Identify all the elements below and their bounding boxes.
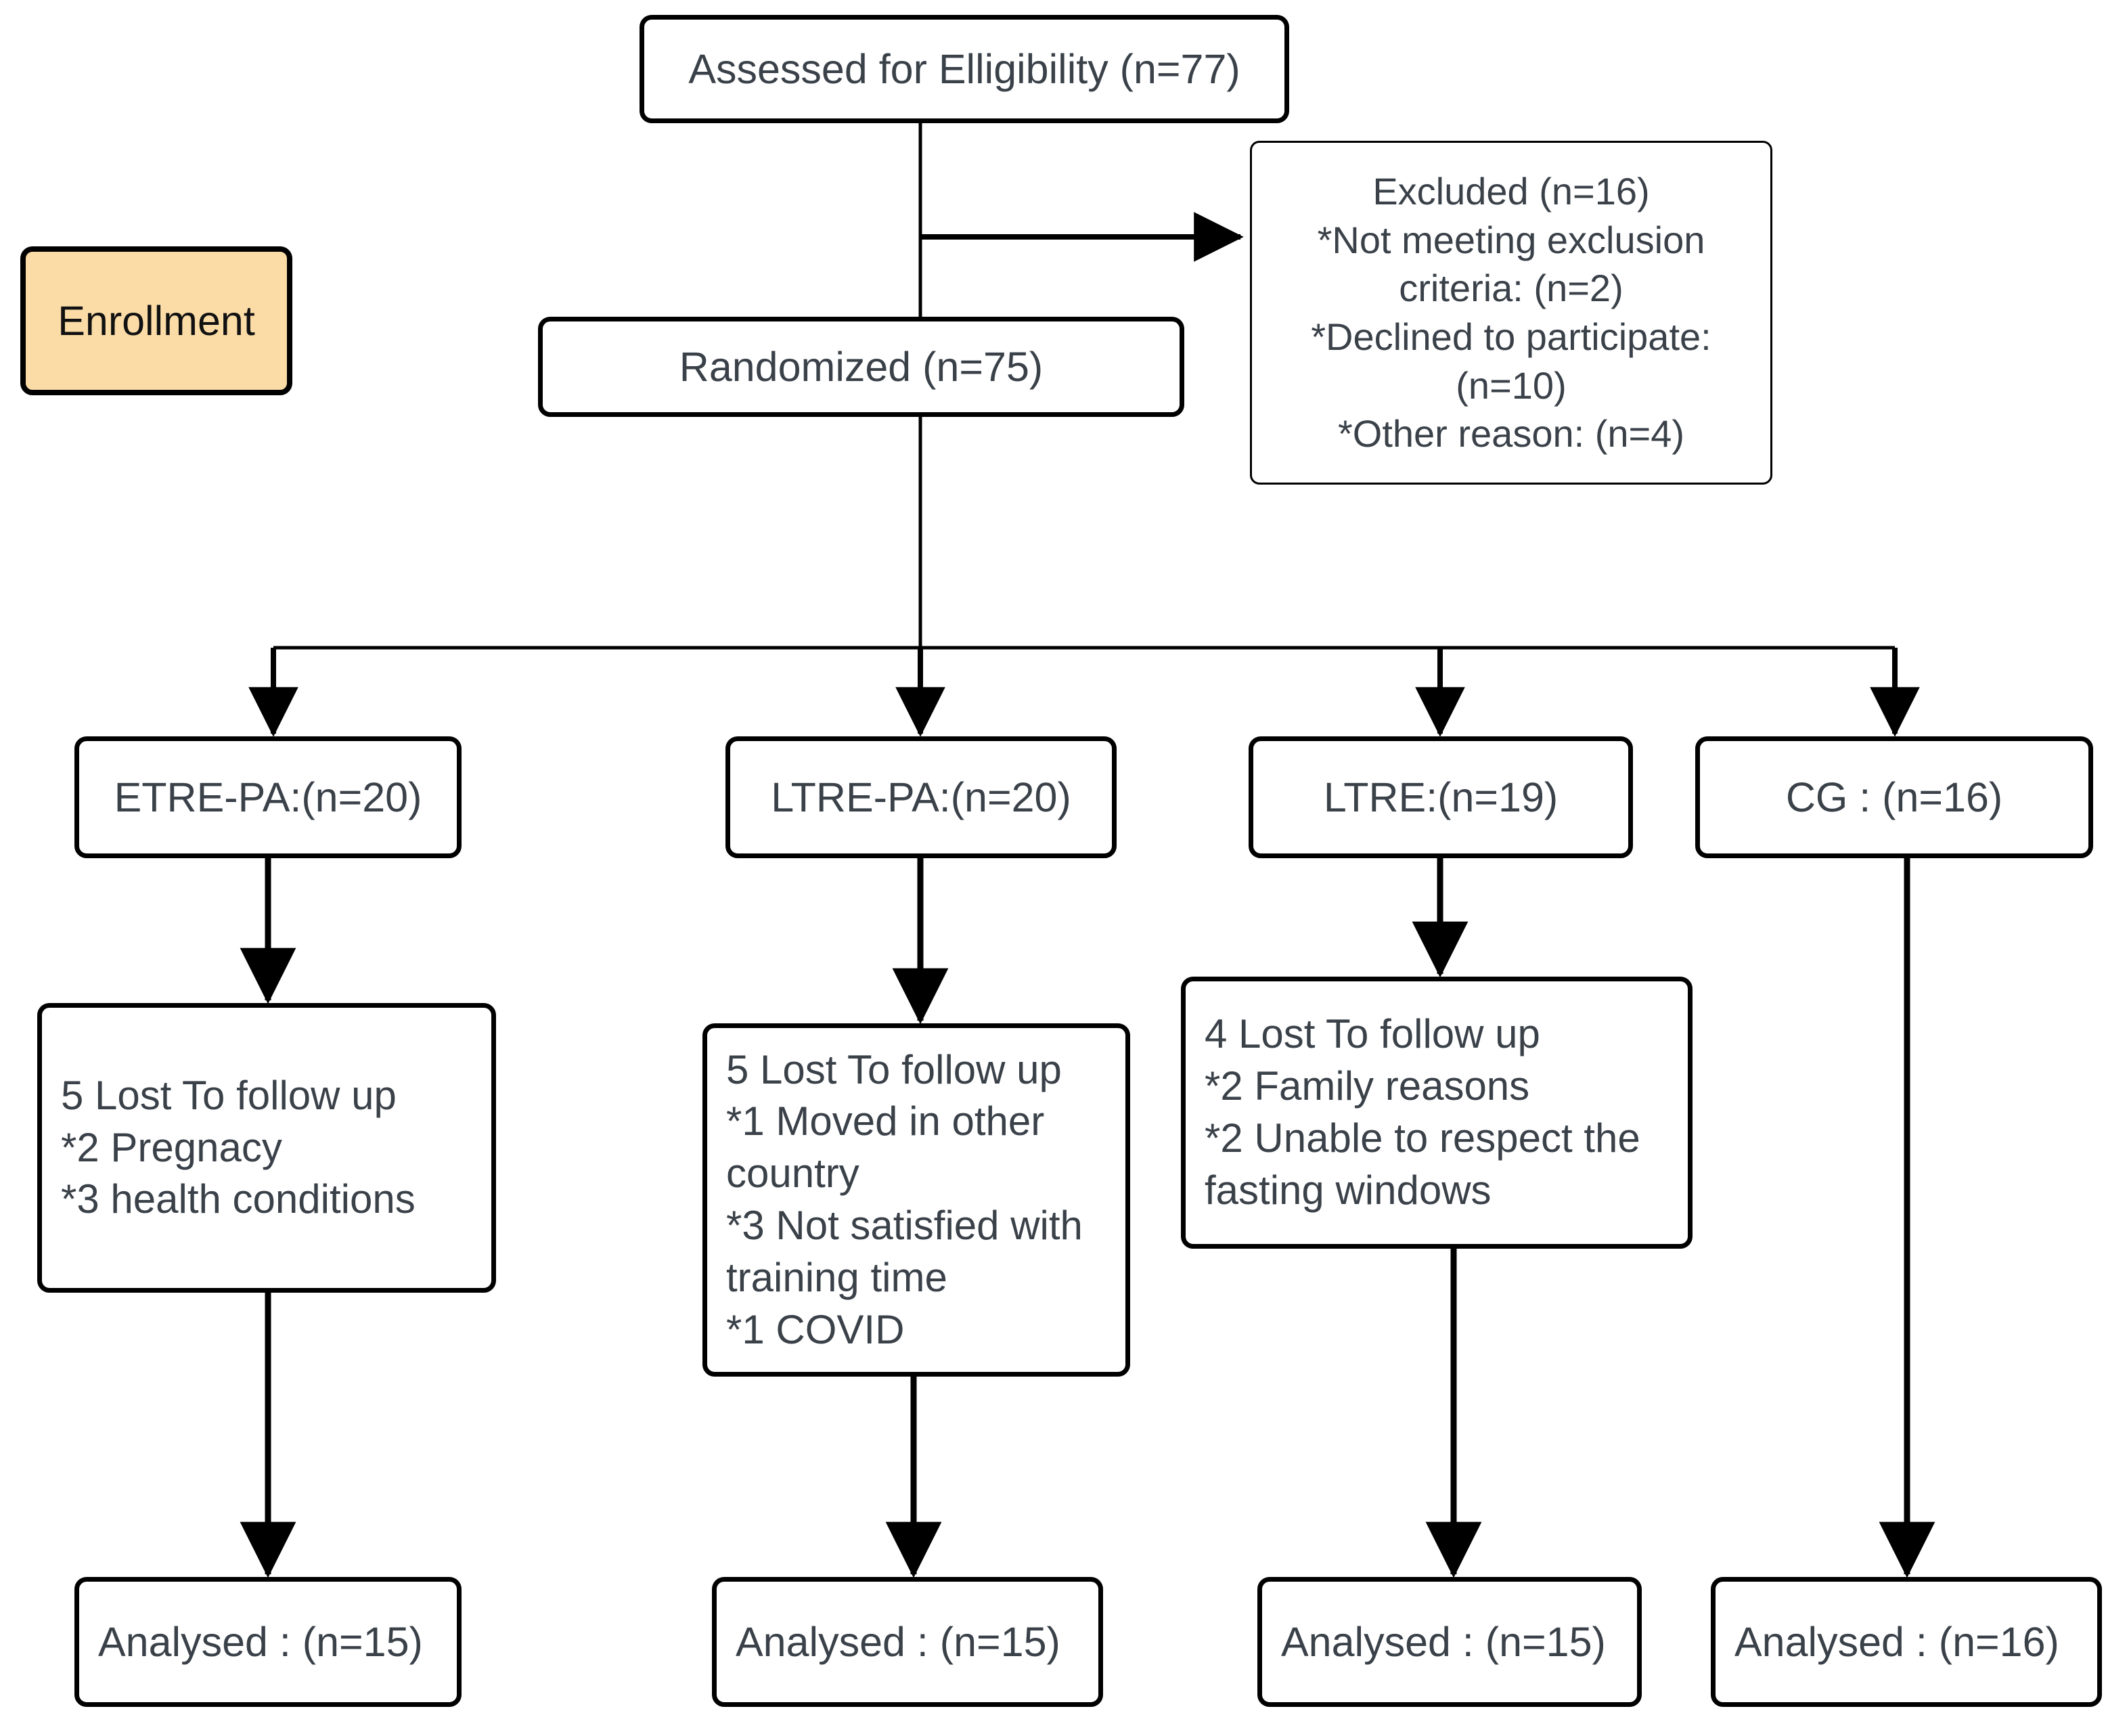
node-lost-ltre-pa-label: 5 Lost To follow up *1 Moved in other co…	[726, 1046, 1083, 1352]
node-analysed-etre-pa[interactable]: Analysed : (n=15)	[74, 1577, 462, 1707]
node-assessed-for-eligibility[interactable]: Assessed for Elligibility (n=77)	[640, 15, 1289, 123]
node-randomized-label: Randomized (n=75)	[679, 343, 1044, 390]
node-analysed-cg[interactable]: Analysed : (n=16)	[1711, 1577, 2102, 1707]
node-randomized[interactable]: Randomized (n=75)	[538, 317, 1184, 417]
node-group-etre-pa-label: ETRE-PA:(n=20)	[114, 774, 422, 820]
node-lost-etre-pa-label: 5 Lost To follow up *2 Pregnacy *3 healt…	[61, 1072, 416, 1222]
phase-badge-enrollment: Enrollment	[20, 246, 292, 395]
node-group-cg-label: CG : (n=16)	[1785, 774, 2003, 820]
node-group-ltre-label: LTRE:(n=19)	[1323, 774, 1559, 820]
node-assessed-label: Assessed for Elligibility (n=77)	[688, 45, 1240, 92]
node-analysed-ltre[interactable]: Analysed : (n=15)	[1257, 1577, 1642, 1707]
node-lost-ltre-label: 4 Lost To follow up *2 Family reasons *2…	[1205, 1011, 1640, 1213]
node-analysed-etre-pa-label: Analysed : (n=15)	[98, 1618, 423, 1665]
node-excluded-label: Excluded (n=16) *Not meeting exclusion c…	[1311, 169, 1711, 455]
node-analysed-ltre-pa[interactable]: Analysed : (n=15)	[712, 1577, 1103, 1707]
node-group-ltre-pa-label: LTRE-PA:(n=20)	[771, 774, 1071, 820]
node-group-etre-pa[interactable]: ETRE-PA:(n=20)	[74, 736, 462, 858]
node-lost-to-followup-ltre[interactable]: 4 Lost To follow up *2 Family reasons *2…	[1181, 977, 1693, 1249]
node-excluded[interactable]: Excluded (n=16) *Not meeting exclusion c…	[1250, 141, 1772, 485]
node-analysed-ltre-pa-label: Analysed : (n=15)	[736, 1618, 1060, 1665]
phase-badge-label: Enrollment	[58, 297, 255, 344]
node-lost-to-followup-etre-pa[interactable]: 5 Lost To follow up *2 Pregnacy *3 healt…	[37, 1003, 496, 1293]
node-lost-to-followup-ltre-pa[interactable]: 5 Lost To follow up *1 Moved in other co…	[702, 1023, 1130, 1377]
node-group-ltre-pa[interactable]: LTRE-PA:(n=20)	[725, 736, 1117, 858]
node-group-cg[interactable]: CG : (n=16)	[1695, 736, 2093, 858]
node-analysed-ltre-label: Analysed : (n=15)	[1281, 1618, 1606, 1665]
node-group-ltre[interactable]: LTRE:(n=19)	[1249, 736, 1633, 858]
node-analysed-cg-label: Analysed : (n=16)	[1734, 1618, 2059, 1665]
